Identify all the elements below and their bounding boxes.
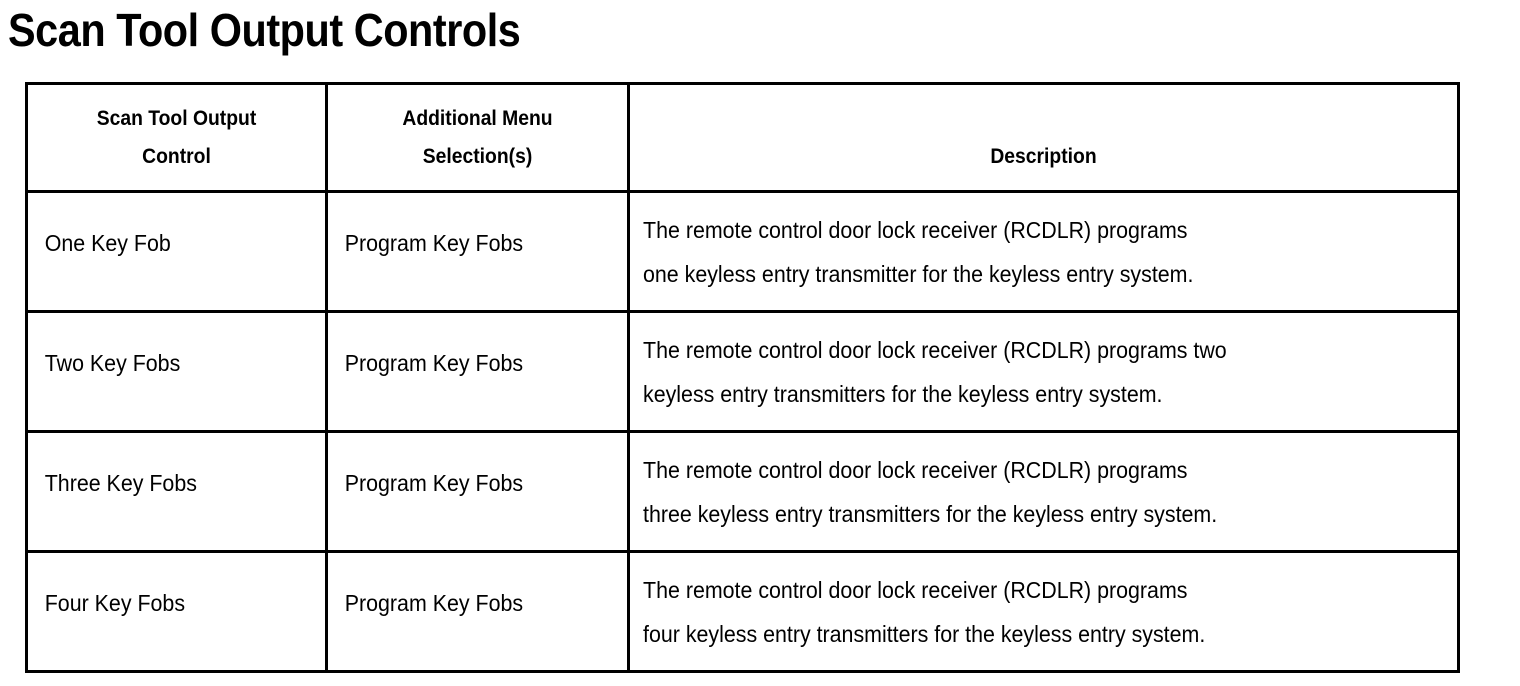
control-label: Four Key Fobs — [44, 589, 186, 616]
description-text: The remote control door lock receiver (R… — [630, 448, 1399, 536]
description-line-1: The remote control door lock receiver (R… — [643, 336, 1227, 363]
column-header-line-2: Control — [142, 144, 211, 168]
description-line-1: The remote control door lock receiver (R… — [643, 456, 1188, 483]
page-title: Scan Tool Output Controls — [8, 4, 521, 56]
cell-scan-tool-output-control: Three Key Fobs — [25, 430, 328, 553]
scan-tool-output-controls-table: Scan Tool Output Control Additional Menu… — [25, 82, 1460, 673]
column-header-description: Description — [627, 82, 1460, 193]
description-line-2: keyless entry transmitters for the keyle… — [643, 380, 1163, 407]
column-header-additional-menu-selection: Additional Menu Selection(s) — [325, 82, 630, 193]
control-label: One Key Fob — [44, 229, 171, 256]
cell-scan-tool-output-control: Two Key Fobs — [25, 310, 328, 433]
cell-description: The remote control door lock receiver (R… — [627, 430, 1460, 553]
cell-scan-tool-output-control: Four Key Fobs — [25, 550, 328, 673]
table-header-row: Scan Tool Output Control Additional Menu… — [25, 82, 1460, 193]
cell-description: The remote control door lock receiver (R… — [627, 550, 1460, 673]
table-row: Three Key Fobs Program Key Fobs The remo… — [25, 430, 1460, 553]
cell-additional-menu-selection: Program Key Fobs — [325, 190, 630, 313]
column-header-scan-tool-output-control: Scan Tool Output Control — [25, 82, 328, 193]
column-header-line-1: Description — [990, 144, 1097, 168]
menu-label: Program Key Fobs — [344, 349, 524, 376]
control-label: Three Key Fobs — [44, 469, 197, 496]
description-text: The remote control door lock receiver (R… — [630, 328, 1399, 416]
column-header-line-1: Additional Menu — [402, 106, 553, 130]
description-line-2: three keyless entry transmitters for the… — [643, 500, 1218, 527]
table-row: Four Key Fobs Program Key Fobs The remot… — [25, 550, 1460, 673]
description-text: The remote control door lock receiver (R… — [630, 208, 1399, 296]
description-line-1: The remote control door lock receiver (R… — [643, 216, 1188, 243]
table-row: One Key Fob Program Key Fobs The remote … — [25, 190, 1460, 313]
control-label: Two Key Fobs — [44, 349, 181, 376]
description-line-2: one keyless entry transmitter for the ke… — [643, 260, 1194, 287]
cell-description: The remote control door lock receiver (R… — [627, 310, 1460, 433]
cell-additional-menu-selection: Program Key Fobs — [325, 310, 630, 433]
menu-label: Program Key Fobs — [344, 589, 524, 616]
cell-description: The remote control door lock receiver (R… — [627, 190, 1460, 313]
description-line-2: four keyless entry transmitters for the … — [643, 620, 1206, 647]
cell-additional-menu-selection: Program Key Fobs — [325, 430, 630, 553]
scan-tool-output-controls-table-wrapper: Scan Tool Output Control Additional Menu… — [25, 82, 1460, 673]
description-text: The remote control door lock receiver (R… — [630, 568, 1399, 656]
menu-label: Program Key Fobs — [344, 229, 524, 256]
column-header-line-2: Selection(s) — [422, 144, 533, 168]
column-header-line-1: Scan Tool Output — [96, 106, 257, 130]
table-row: Two Key Fobs Program Key Fobs The remote… — [25, 310, 1460, 433]
cell-additional-menu-selection: Program Key Fobs — [325, 550, 630, 673]
menu-label: Program Key Fobs — [344, 469, 524, 496]
description-line-1: The remote control door lock receiver (R… — [643, 576, 1188, 603]
cell-scan-tool-output-control: One Key Fob — [25, 190, 328, 313]
